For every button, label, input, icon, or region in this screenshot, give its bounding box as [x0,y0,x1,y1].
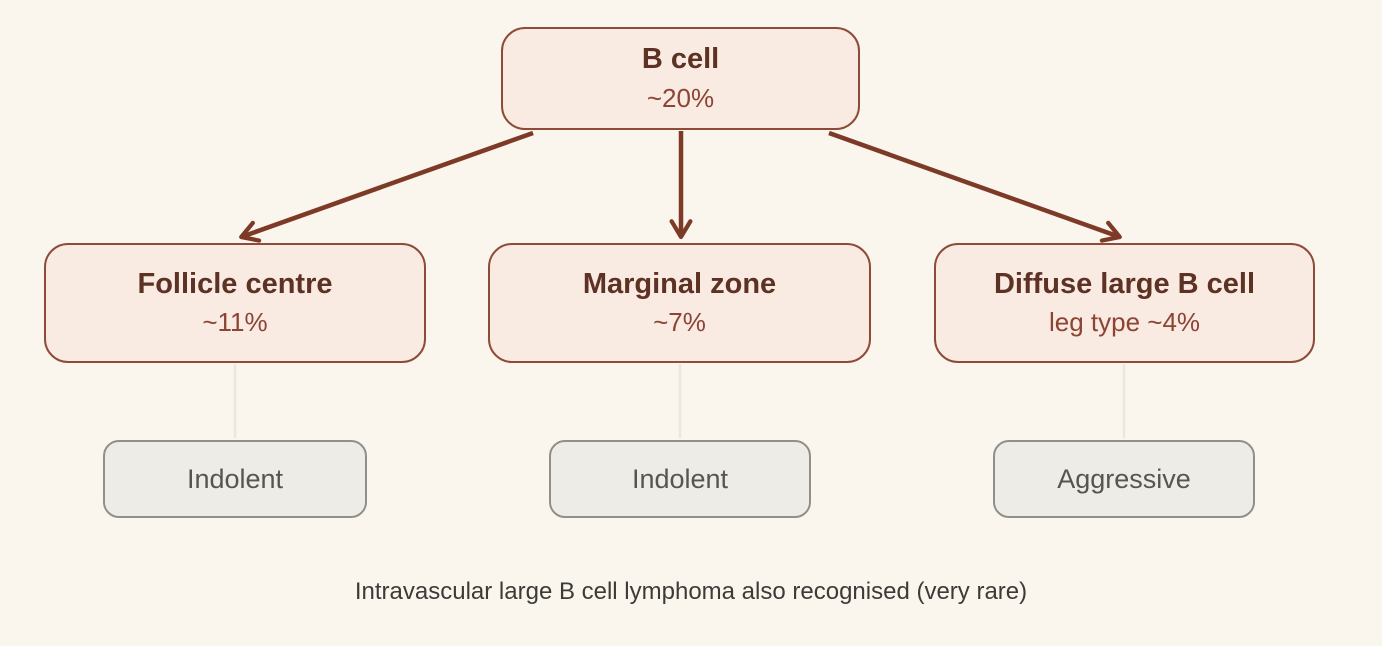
node-subtitle: ~7% [653,307,706,338]
node-title: B cell [641,43,720,76]
node-subtitle: leg type ~4% [1048,307,1201,338]
node-title: Diffuse large B cell [993,267,1256,300]
node-subtitle: ~11% [202,307,268,338]
node-behaviour-indolent-2: Indolent [549,440,811,518]
arrow-root-to-diffuse [828,130,1122,243]
node-title: Marginal zone [582,267,777,300]
footnote: Intravascular large B cell lymphoma also… [354,578,1028,605]
behaviour-label: Aggressive [1057,463,1191,494]
arrow-root-to-follicle [239,130,534,243]
node-subtitle: ~20% [646,82,715,113]
node-marginal-zone: Marginal zone ~7% [488,243,871,363]
behaviour-label: Indolent [631,463,729,494]
node-title: Follicle centre [137,267,333,300]
node-behaviour-aggressive: Aggressive [993,440,1255,518]
node-follicle-centre: Follicle centre ~11% [44,243,426,363]
node-b-cell: B cell ~20% [501,27,860,130]
node-diffuse-large-b-cell: Diffuse large B cell leg type ~4% [934,243,1315,363]
behaviour-label: Indolent [186,463,284,494]
node-behaviour-indolent-1: Indolent [103,440,367,518]
